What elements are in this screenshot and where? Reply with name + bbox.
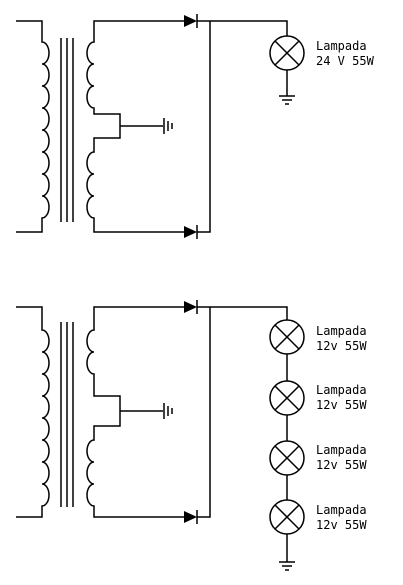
transformer-core [60, 38, 74, 222]
lamp-3-name: Lampada [316, 383, 367, 397]
primary-winding [16, 20, 50, 233]
lamp-4 [269, 440, 305, 476]
diode-bottom [184, 225, 198, 239]
primary-winding [16, 306, 50, 518]
diode-top [184, 14, 198, 28]
lamp-2-rating: 12v 55W [316, 339, 367, 353]
lamp-4-name: Lampada [316, 443, 367, 457]
lamp-ground [279, 534, 295, 571]
lamp-2-name: Lampada [316, 324, 367, 338]
lamp-5-name: Lampada [316, 503, 367, 517]
lamp-3-rating: 12v 55W [316, 398, 367, 412]
lamp-3 [269, 380, 305, 416]
transformer-core [60, 322, 74, 507]
diode-top [184, 300, 198, 314]
diode-bottom [184, 510, 198, 524]
lamp-5 [269, 499, 305, 535]
secondary-winding [86, 306, 190, 518]
center-tap-ground [120, 118, 173, 134]
lamp-4-rating: 12v 55W [316, 458, 367, 472]
lamp-5-rating: 12v 55W [316, 518, 367, 532]
lamp-2 [269, 319, 305, 355]
lamp-1-name: Lampada [316, 39, 367, 53]
lamp-1-rating: 24 V 55W [316, 54, 375, 68]
circuit-2: Lampada 12v 55W Lampada 12v 55W Lampada … [16, 300, 367, 571]
center-tap-ground [120, 403, 173, 419]
circuit-1: Lampada 24 V 55W [16, 14, 375, 239]
lamp-1 [269, 35, 305, 105]
